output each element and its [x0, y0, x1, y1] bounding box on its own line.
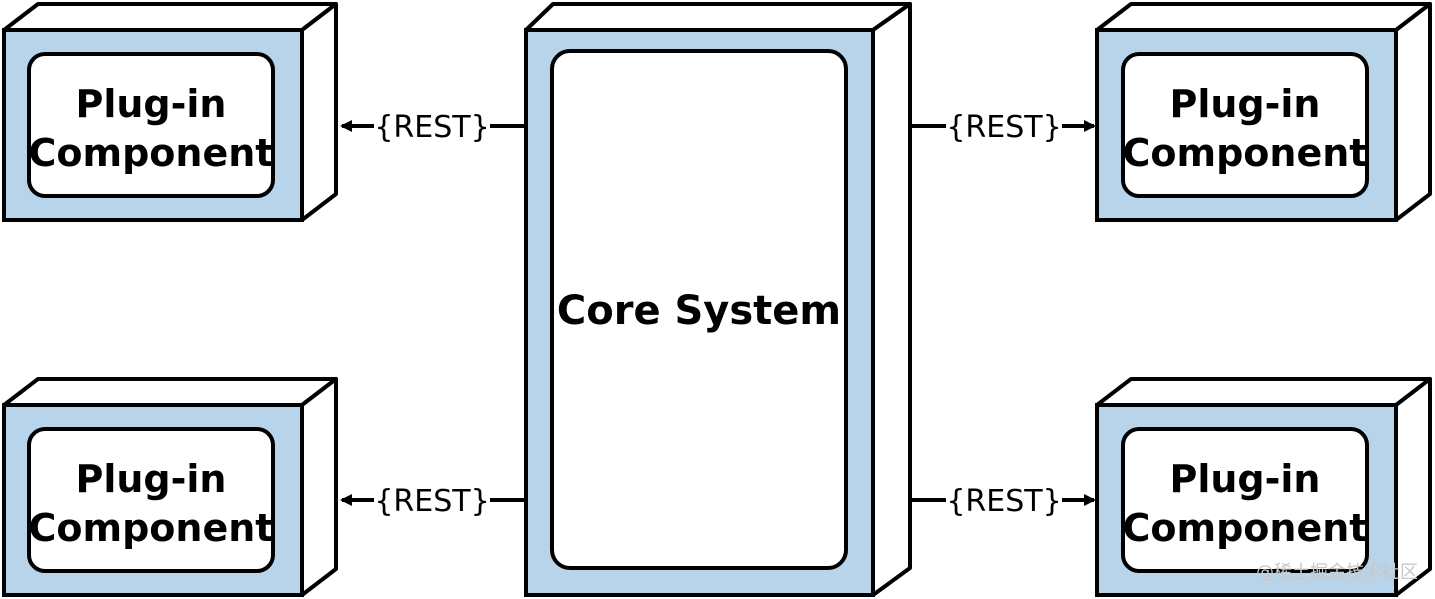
plugin-inner-panel — [27, 427, 275, 573]
connection-label: {REST} — [946, 110, 1061, 145]
plugin-label-line2: Component — [1123, 131, 1368, 175]
plugin-top-face — [2, 377, 338, 407]
connection-bottom-left: {REST} — [340, 484, 524, 519]
plugin-inner-panel — [1121, 427, 1369, 573]
connection-bottom-right: {REST} — [912, 484, 1096, 519]
plugin-label-line1: Plug-in — [1170, 82, 1321, 126]
plugin-top-face — [1095, 2, 1432, 32]
plugin-label-line1: Plug-in — [76, 82, 227, 126]
connection-label: {REST} — [374, 110, 489, 145]
plugin-label-line1: Plug-in — [76, 457, 227, 501]
plugin-label-line2: Component — [29, 506, 274, 550]
core-system-node: Core System — [524, 2, 912, 597]
plugin-top-face — [2, 2, 338, 32]
plugin-component-bottom-right: Plug-in Component — [1095, 377, 1432, 597]
plugin-component-bottom-left: Plug-in Component — [2, 377, 338, 597]
plugin-inner-panel — [1121, 52, 1369, 198]
plugin-label-line2: Component — [1123, 506, 1368, 550]
plugin-component-top-right: Plug-in Component — [1095, 2, 1432, 222]
plugin-side-face — [300, 377, 338, 597]
connection-top-right: {REST} — [912, 110, 1096, 145]
core-system-top-face — [524, 2, 912, 32]
core-system-label: Core System — [557, 288, 841, 334]
plugin-top-face — [1095, 377, 1432, 407]
connection-top-left: {REST} — [340, 110, 524, 145]
connection-label: {REST} — [946, 484, 1061, 519]
plugin-label-line1: Plug-in — [1170, 457, 1321, 501]
core-system-inner-panel — [550, 49, 848, 570]
watermark-text: @稀土掘金技术社区 — [1256, 562, 1418, 583]
core-system-side-face — [871, 2, 912, 597]
plugin-side-face — [1394, 2, 1432, 222]
plugin-label-line2: Component — [29, 131, 274, 175]
plugin-side-face — [300, 2, 338, 222]
plugin-component-top-left: Plug-in Component — [2, 2, 338, 222]
connection-label: {REST} — [374, 484, 489, 519]
plugin-inner-panel — [27, 52, 275, 198]
